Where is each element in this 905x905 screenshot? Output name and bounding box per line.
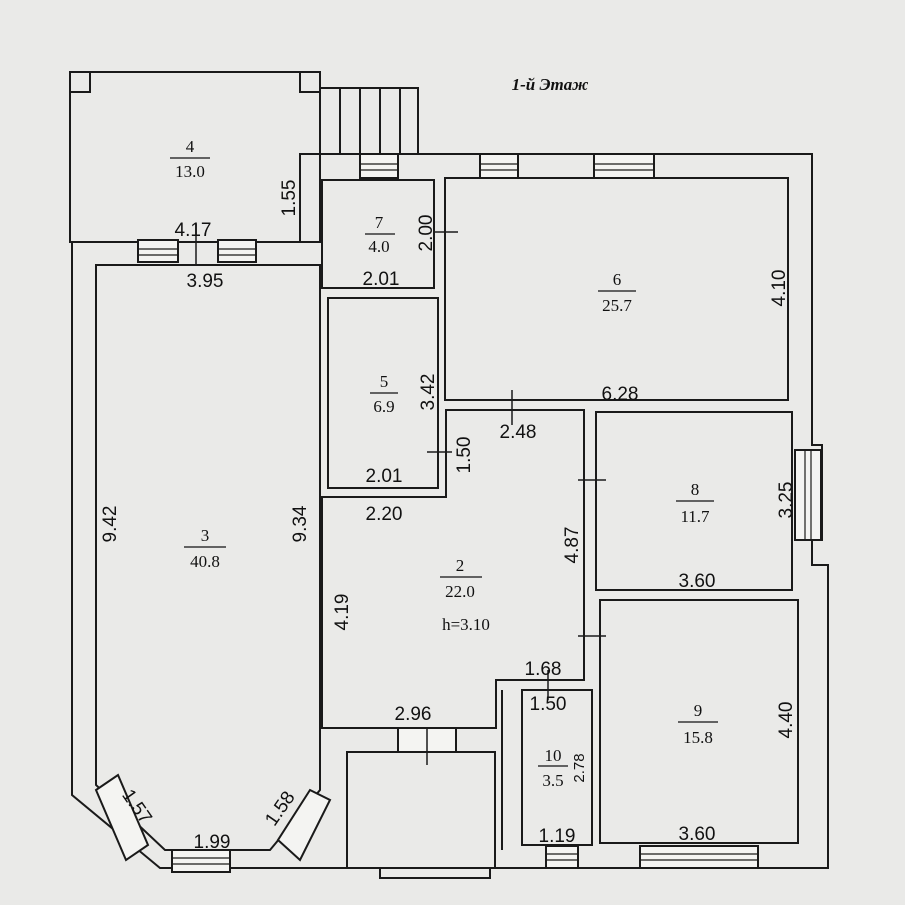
dimension: 1.19 [539,826,576,847]
window [276,788,332,862]
room-7-outline [321,179,435,289]
dimension: 4.10 [769,270,790,307]
dimension: 1.50 [530,694,567,715]
room-number: 9 [694,701,703,720]
room-label-6: 6 25.7 [598,270,636,315]
room-label-3: 3 40.8 [184,526,226,571]
dimension: 4.87 [562,527,583,564]
window [217,239,257,263]
dimension: 3.60 [679,824,716,845]
room-area: 22.0 [445,582,475,601]
room-number: 5 [380,372,389,391]
room-label-2: 2 22.0 h=3.10 [440,556,490,634]
room-number: 6 [613,270,622,289]
room-area: 11.7 [680,507,710,526]
dimension: 6.28 [602,384,639,405]
room-area: 15.8 [683,728,713,747]
room-label-4: 4 13.0 [170,137,210,181]
room-number: 7 [375,213,384,232]
window [479,153,519,179]
column-square [69,71,91,93]
room-labels: 4 13.0 7 4.0 6 25.7 5 6.9 3 40.8 2 22.0 [170,137,718,790]
dimension: 1.50 [454,437,475,474]
room-3-outline [95,264,321,851]
door-marks [195,224,606,765]
window [639,845,759,869]
dimension: 1.68 [525,659,562,680]
dimension: 2.01 [363,269,400,290]
room-label-8: 8 11.7 [676,480,714,526]
dimension: 1.99 [194,832,231,853]
dimension: 3.25 [776,482,797,519]
dimension: 4.17 [175,220,212,241]
room-area: 25.7 [602,296,632,315]
dimension-labels: 4.17 1.55 3.95 2.00 2.01 4.10 3.42 6.28 … [100,180,797,853]
window [794,449,822,541]
dimension: 9.34 [290,505,311,542]
room-area: 6.9 [373,397,394,416]
dimension: 3.95 [187,271,224,292]
room-label-9: 9 15.8 [678,701,718,747]
ceiling-height: h=3.10 [442,615,490,634]
dimension: 4.40 [776,702,797,739]
window [359,153,399,179]
room-2-outline [321,409,585,729]
dimension: 3.60 [679,571,716,592]
window-glazing-lines [138,163,812,865]
room-number: 4 [186,137,195,156]
window [545,845,579,869]
dimension: 9.42 [100,506,121,543]
dimension: 2.78 [571,753,588,782]
room-label-10: 10 3.5 [538,746,568,790]
windows [94,153,822,873]
dimension: 2.20 [366,504,403,525]
dimension: 3.42 [418,374,439,411]
dimension: 2.48 [500,422,537,443]
room-number: 3 [201,526,210,545]
window [171,849,231,873]
dimension: 2.00 [416,215,437,252]
plan-title: 1-й Этаж [512,75,589,94]
room-label-5: 5 6.9 [370,372,398,416]
room-area: 13.0 [175,162,205,181]
dimension: 4.19 [332,594,353,631]
dimension: 2.96 [395,704,432,725]
dimension: 2.01 [366,466,403,487]
room-number: 8 [691,480,700,499]
room-number: 10 [545,746,562,765]
window [593,153,655,179]
room-area: 4.0 [368,237,389,256]
window [137,239,179,263]
room-label-7: 7 4.0 [365,213,395,256]
room-area: 40.8 [190,552,220,571]
column-square [299,71,321,93]
room-area: 3.5 [542,771,563,790]
room-number: 2 [456,556,465,575]
window [94,773,150,862]
dimension: 1.55 [279,180,300,217]
room-5-outline [327,297,439,489]
room-9-outline [599,599,799,844]
room-8-outline [595,411,793,591]
